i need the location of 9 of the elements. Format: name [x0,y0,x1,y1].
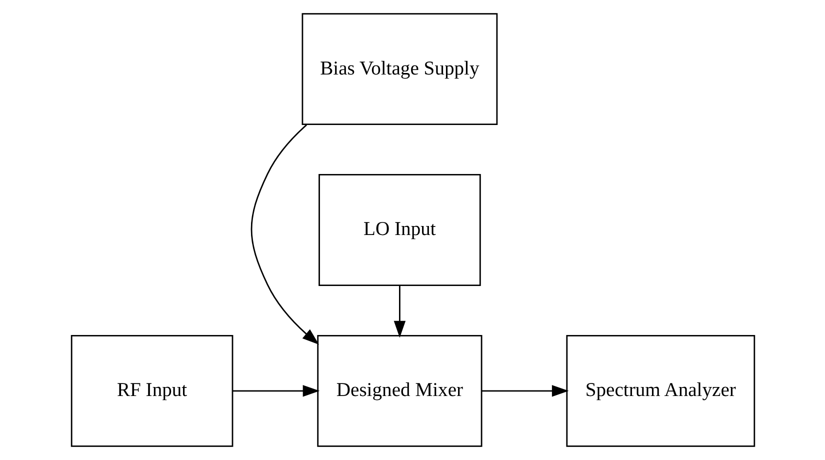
node-box: LO Input [318,174,480,286]
arrow [481,385,568,397]
arrow [232,385,320,397]
node-box: Spectrum Analyzer [566,334,755,447]
arrow [250,124,319,345]
arrow [393,285,406,338]
node-box: Designed Mixer [316,334,482,447]
node-box: Bias Voltage Supply [301,13,498,126]
node-box: RF Input [70,334,233,447]
